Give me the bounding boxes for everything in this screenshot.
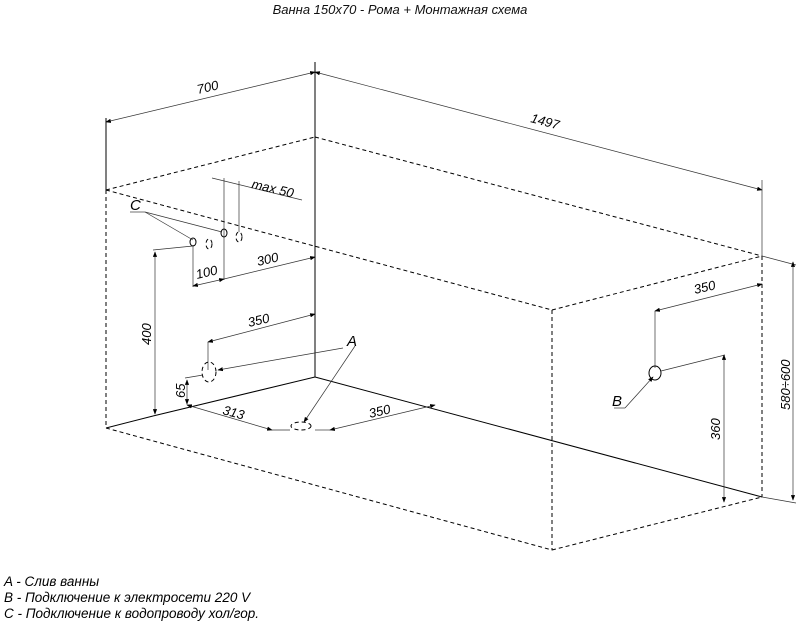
dim-power-360: 360 [708,418,723,440]
label-b: B [612,393,622,410]
label-c: C [130,197,141,214]
label-a: A [346,333,357,350]
dim-overflow-65: 65 [173,383,188,398]
dim-drain-350b: 350 [367,401,392,421]
legend-item-c: C - Подключение к водопроводу хол/гор. [4,606,260,621]
dim-drain-350: 350 [246,310,271,330]
legend-item-b: B - Подключение к электросети 220 V [4,590,251,605]
dim-pipe-100: 100 [194,262,219,282]
legend: A - Слив ванны B - Подключение к электро… [4,574,259,622]
dim-length: 1497 [529,110,562,132]
dimension-lines [105,71,797,504]
dim-max-offset: max 50 [250,176,296,200]
dim-pipe-400: 400 [139,323,154,345]
dim-width: 700 [195,77,220,97]
dim-total-height: 580÷600 [778,359,793,410]
legend-item-a: A - Слив ванны [4,574,100,589]
dim-power-350: 350 [692,277,717,297]
dim-pipe-300: 300 [255,249,280,269]
drawing-title: Ванна 150x70 - Рома + Монтажная схема [272,2,528,17]
dim-drain-313: 313 [221,402,247,422]
bath-outline [105,62,763,551]
